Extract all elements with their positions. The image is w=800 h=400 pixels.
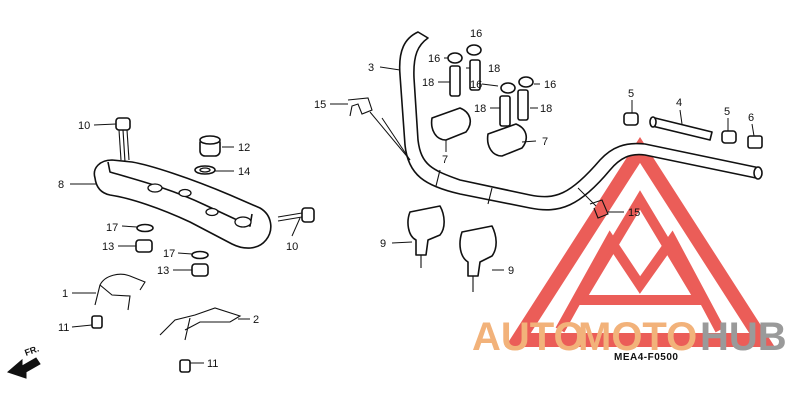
bar-end-weight-4	[649, 116, 713, 141]
callout-10-upper: 10	[78, 120, 90, 132]
callout-13-center: 13	[157, 265, 169, 277]
callout-18-left: 18	[422, 77, 434, 89]
nut-12	[199, 135, 221, 157]
bolt-18-a	[449, 65, 461, 97]
callout-14: 14	[238, 166, 250, 178]
wire-clip-1	[91, 273, 146, 329]
nut-13-center	[191, 263, 209, 277]
washer-17-left	[136, 223, 154, 233]
watermark-text-auto: AUTO	[472, 315, 585, 359]
cap-16-a	[466, 44, 482, 56]
callout-5-right: 5	[724, 106, 730, 118]
callout-15-right: 15	[628, 207, 640, 219]
callout-2: 2	[253, 314, 259, 326]
front-direction-arrow	[7, 357, 41, 379]
callout-10-right: 10	[286, 241, 298, 253]
callout-9-right: 9	[508, 265, 514, 277]
cap-16-d	[518, 76, 534, 88]
callout-11-bottom: 11	[207, 358, 218, 370]
callout-18-top: 18	[488, 63, 500, 75]
callout-labels: 10 12 14 8 17 13 17 13 10 1 11 2 11 3 15…	[58, 28, 754, 370]
callout-17-left: 17	[106, 222, 118, 234]
riser-9-right	[459, 225, 497, 292]
leader-lines	[70, 57, 755, 364]
callout-13-left: 13	[102, 241, 114, 253]
callout-16-mid: 16	[470, 79, 482, 91]
clip-6	[747, 135, 763, 149]
callout-16-left: 16	[428, 53, 440, 65]
bolt-18-b	[469, 59, 481, 91]
callout-7-right: 7	[542, 136, 548, 148]
washer-14	[194, 165, 216, 175]
callout-16-top: 16	[470, 28, 482, 40]
callout-11-left: 11	[58, 322, 69, 334]
callout-7-left: 7	[442, 154, 448, 166]
cable-clip-15-right	[589, 199, 609, 219]
watermark-logo-graphic	[505, 137, 775, 347]
cable-clip-15-left	[347, 97, 373, 117]
callout-18-right: 18	[540, 103, 552, 115]
riser-9-left	[407, 205, 445, 268]
callout-6: 6	[748, 112, 754, 124]
upper-holder-7-left	[430, 107, 472, 141]
watermark-text-hub: HUB	[700, 315, 787, 359]
watermark-text-moto: MOTO	[578, 315, 697, 359]
nut-5-right	[721, 130, 737, 144]
nut-5-left	[623, 112, 639, 126]
callout-5-left: 5	[628, 88, 634, 100]
callout-15-left: 15	[314, 99, 326, 111]
callout-12: 12	[238, 142, 250, 154]
bolt-18-c	[499, 95, 511, 127]
wire-clip-2	[159, 307, 242, 373]
bolt-10-upper	[115, 117, 131, 163]
callout-9-left: 9	[380, 238, 386, 250]
bolt-18-d	[517, 89, 529, 121]
callout-16-right: 16	[544, 79, 556, 91]
watermark-text: AUTO MOTO HUB	[472, 315, 787, 359]
nut-13-left	[135, 239, 153, 253]
top-bridge	[93, 159, 272, 249]
cap-16-b	[447, 52, 463, 64]
handlebar	[398, 31, 763, 211]
diagram-code: MEA4-F0500	[614, 352, 678, 363]
callout-18-mid: 18	[474, 103, 486, 115]
upper-holder-7-right	[486, 123, 528, 157]
cap-16-c	[500, 82, 516, 94]
bolt-10-right	[277, 207, 315, 223]
callout-8: 8	[58, 179, 64, 191]
callout-17-center: 17	[163, 248, 175, 260]
callout-3: 3	[368, 62, 374, 74]
front-direction-label: FR.	[23, 344, 40, 358]
callout-1: 1	[62, 288, 68, 300]
callout-4: 4	[676, 97, 682, 109]
washer-17-center	[191, 250, 209, 260]
